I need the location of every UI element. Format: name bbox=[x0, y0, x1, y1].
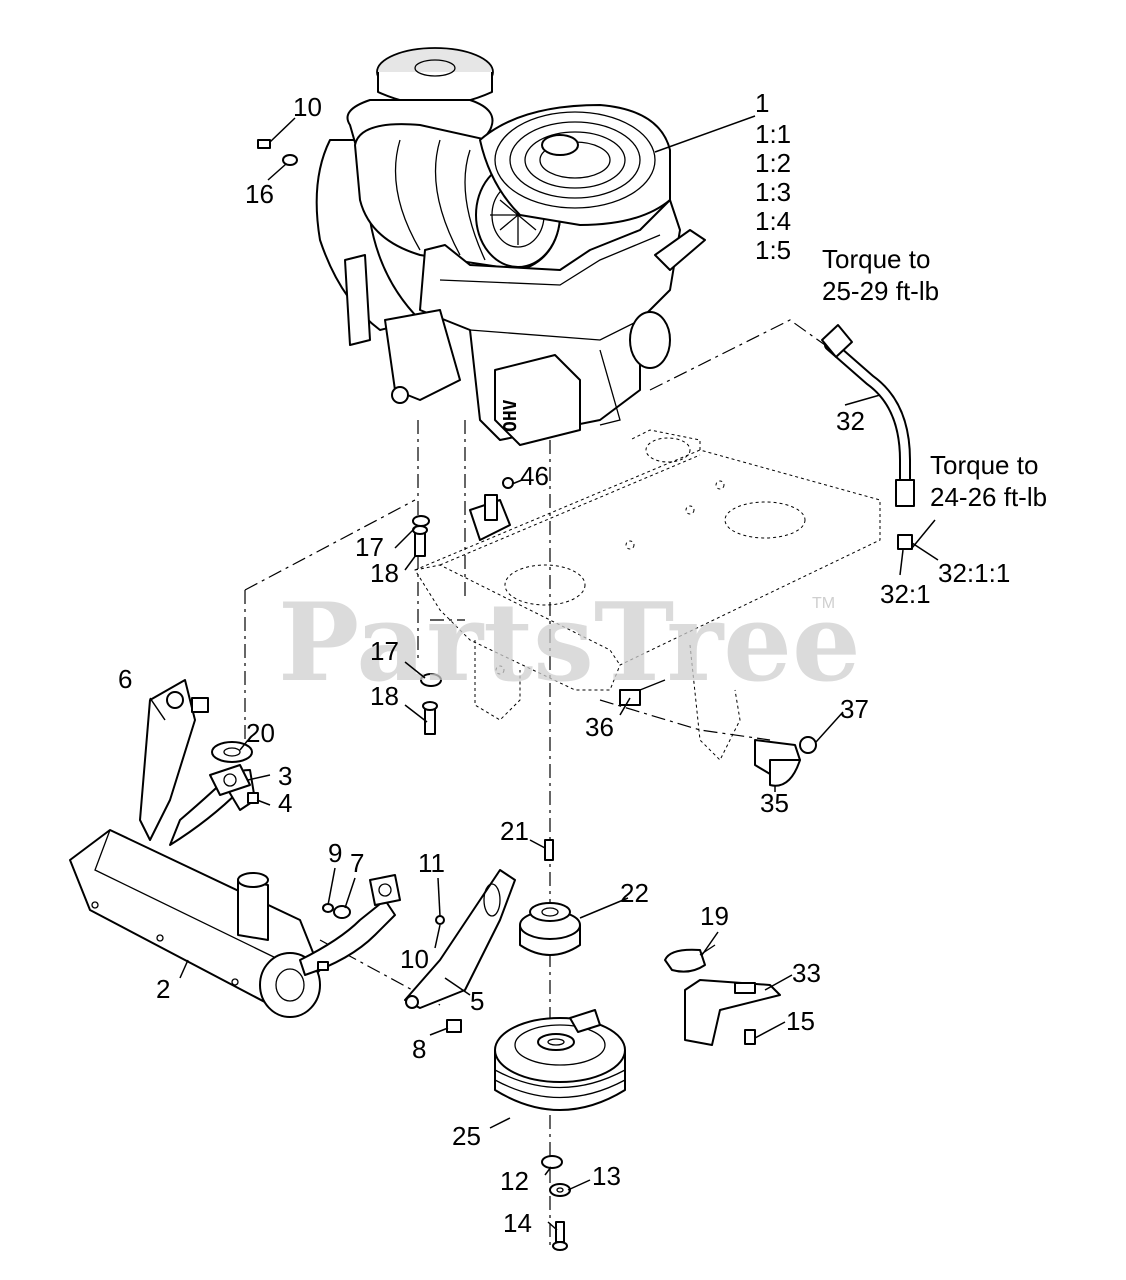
callout-35: 35 bbox=[760, 788, 789, 818]
callout-33: 33 bbox=[792, 958, 821, 988]
callout-11: 11 bbox=[418, 848, 445, 878]
callout-3: 3 bbox=[278, 761, 292, 791]
part-35-guard bbox=[754, 736, 817, 787]
callout-12: 12 bbox=[500, 1166, 529, 1196]
torque-note-bottom-line1: Torque to bbox=[930, 450, 1038, 480]
callout-4: 4 bbox=[278, 788, 292, 818]
callout-46: 46 bbox=[520, 461, 549, 491]
callout-5: 5 bbox=[470, 986, 484, 1016]
callout-32-1-1: 32:1:1 bbox=[938, 558, 1010, 588]
watermark: PartsTree TM bbox=[278, 580, 861, 706]
hardware-10-16 bbox=[257, 139, 298, 166]
callout-17-lower: 17 bbox=[370, 636, 399, 666]
watermark-text: PartsTree bbox=[278, 580, 861, 706]
hardware-17-18-lower bbox=[420, 673, 442, 735]
callout-8: 8 bbox=[412, 1034, 426, 1064]
bracket-33 bbox=[664, 944, 781, 1046]
engine-assembly: OHV bbox=[315, 47, 706, 446]
torque-note-bottom-line2: 24-26 ft-lb bbox=[930, 482, 1047, 512]
callout-1-5: 1:5 bbox=[755, 235, 791, 265]
callout-16: 16 bbox=[245, 179, 274, 209]
callout-7: 7 bbox=[350, 848, 364, 878]
callout-14: 14 bbox=[503, 1208, 532, 1238]
callout-32: 32 bbox=[836, 406, 865, 436]
part-46 bbox=[469, 477, 514, 541]
torque-note-top-line2: 25-29 ft-lb bbox=[822, 276, 939, 306]
engine-ohv-decal: OHV bbox=[500, 399, 521, 432]
callout-17-upper: 17 bbox=[355, 532, 384, 562]
hardware-17-18-upper bbox=[412, 515, 430, 557]
callout-1-3: 1:3 bbox=[755, 177, 791, 207]
callout-13: 13 bbox=[592, 1161, 621, 1191]
watermark-trademark: TM bbox=[812, 595, 835, 612]
callout-10-top: 10 bbox=[293, 92, 322, 122]
callout-9: 9 bbox=[328, 838, 342, 868]
torque-note-top-line1: Torque to bbox=[822, 244, 930, 274]
hose-32 bbox=[821, 324, 915, 550]
callout-36: 36 bbox=[585, 712, 614, 742]
callout-10-lower: 10 bbox=[400, 944, 429, 974]
callout-19: 19 bbox=[700, 901, 729, 931]
callout-2: 2 bbox=[156, 974, 170, 1004]
pulley-22 bbox=[519, 839, 581, 956]
callout-1: 1 bbox=[755, 88, 769, 118]
callout-18-lower: 18 bbox=[370, 681, 399, 711]
callout-22: 22 bbox=[620, 878, 649, 908]
leader-lines bbox=[149, 115, 939, 1231]
callout-25: 25 bbox=[452, 1121, 481, 1151]
callout-18-upper: 18 bbox=[370, 558, 399, 588]
callout-37: 37 bbox=[840, 694, 869, 724]
callout-1-4: 1:4 bbox=[755, 206, 791, 236]
callout-6: 6 bbox=[118, 664, 132, 694]
callout-labels: 1 1:1 1:2 1:3 1:4 1:5 10 16 Torque to 25… bbox=[118, 88, 1047, 1238]
muffler-assembly bbox=[69, 679, 401, 1018]
hardware-36 bbox=[619, 679, 666, 706]
assembly-lines bbox=[244, 319, 826, 1250]
callout-1-1: 1:1 bbox=[755, 119, 791, 149]
callout-15: 15 bbox=[786, 1006, 815, 1036]
callout-20: 20 bbox=[246, 718, 275, 748]
callout-1-2: 1:2 bbox=[755, 148, 791, 178]
callout-32-1: 32:1 bbox=[880, 579, 931, 609]
callout-21: 21 bbox=[500, 816, 529, 846]
clutch-25 bbox=[494, 1009, 626, 1251]
mower-frame bbox=[414, 429, 881, 761]
